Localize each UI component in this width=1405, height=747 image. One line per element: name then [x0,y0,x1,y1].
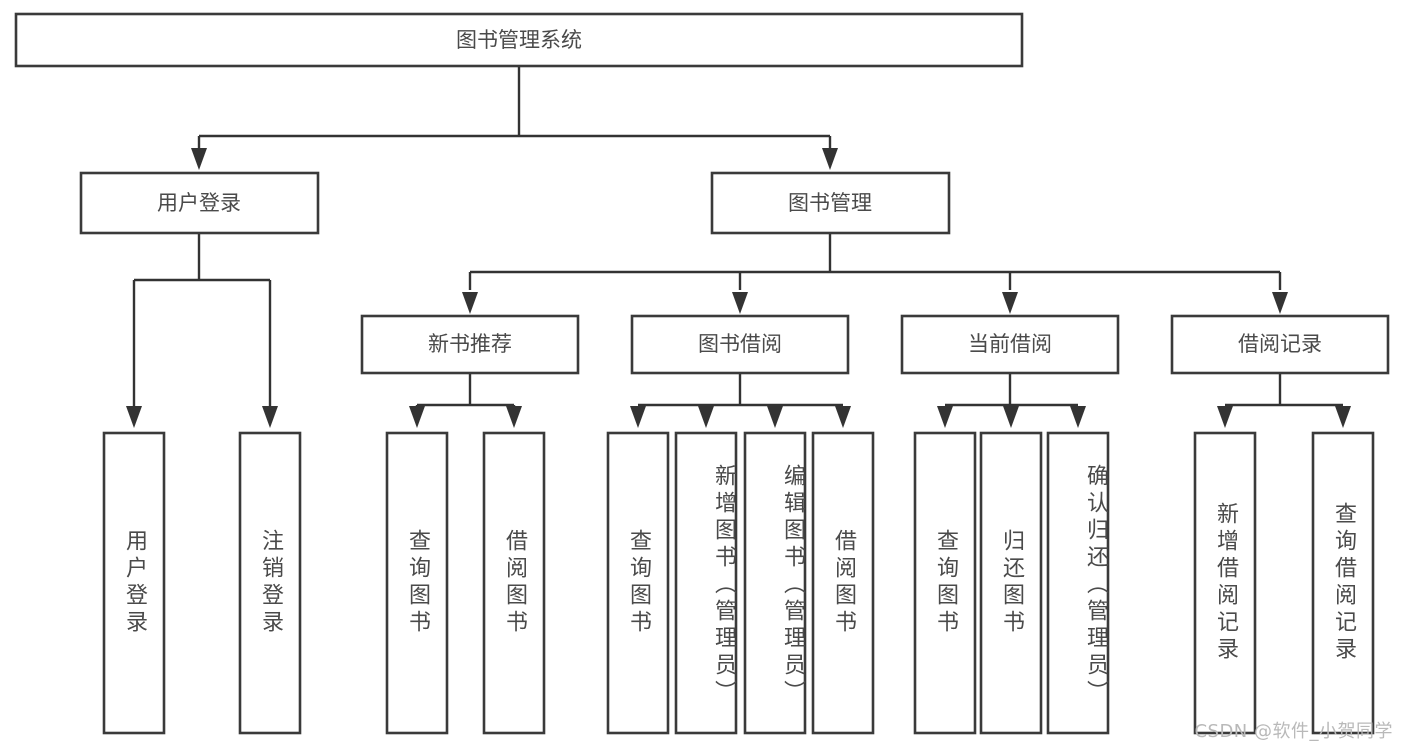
node-book-manage[interactable]: 图书管理 [710,171,951,235]
arrow-to-leaf-confirm-return [1070,406,1086,428]
node-root-label: 图书管理系统 [456,28,582,52]
node-borrow-record[interactable]: 借阅记录 [1170,314,1390,375]
leaf-box-query-book-2[interactable] [606,431,670,735]
arrow-to-leaf-query-book-2 [630,406,646,428]
node-user-login-box[interactable] [79,171,320,235]
arrow-to-leaf-return-book [1003,406,1019,428]
leaf-box-add-record[interactable] [1193,431,1257,735]
arrow-to-user-login [191,148,207,170]
node-borrow-record-box[interactable] [1170,314,1390,375]
connector-group-bookmanage [462,233,1288,314]
node-book-borrow-box[interactable] [630,314,850,375]
arrow-to-current-borrow [1002,292,1018,314]
arrow-to-leaf-user-login [126,406,142,428]
node-user-login[interactable]: 用户登录 [79,171,320,235]
connector-group-bookborrow [630,373,851,428]
leaf-box-query-record[interactable] [1311,431,1375,735]
csdn-watermark: CSDN @软件_小贺同学 [1194,721,1393,742]
node-user-login-label: 用户登录 [157,191,241,215]
node-book-manage-label: 图书管理 [788,191,872,215]
node-root[interactable]: 图书管理系统 [14,12,1024,68]
arrow-to-book-borrow [732,292,748,314]
node-book-borrow-label: 图书借阅 [698,332,782,356]
leaf-box-borrow-book-1[interactable] [482,431,546,735]
leaf-box-return-book[interactable] [979,431,1043,735]
node-current-borrow-box[interactable] [900,314,1120,375]
arrow-to-borrow-record [1272,292,1288,314]
arrow-to-leaf-borrow-book-1 [506,406,522,428]
arrow-to-leaf-add-record [1217,406,1233,428]
connector-group-userlogin [126,233,278,428]
leaf-box-user-login[interactable] [102,431,166,735]
arrow-to-leaf-logout [262,406,278,428]
arrow-to-leaf-add-book [698,406,714,428]
arrow-to-leaf-query-record [1335,406,1351,428]
node-current-borrow-label: 当前借阅 [968,332,1052,356]
node-root-box[interactable] [14,12,1024,68]
leaf-box-borrow-book-2[interactable] [811,431,875,735]
connector-group-borrowrecord [1217,373,1351,428]
leaf-box-query-book-1[interactable] [385,431,449,735]
node-book-borrow[interactable]: 图书借阅 [630,314,850,375]
arrow-to-leaf-query-book-3 [937,406,953,428]
leaf-box-logout[interactable] [238,431,302,735]
node-current-borrow[interactable]: 当前借阅 [900,314,1120,375]
node-borrow-record-label: 借阅记录 [1238,332,1322,356]
arrow-to-leaf-edit-book [767,406,783,428]
arrow-to-new-book-rec [462,292,478,314]
connector-group-newbookrec [409,373,522,428]
connector-group-root [191,66,838,170]
arrow-to-leaf-borrow-book-2 [835,406,851,428]
arrow-to-leaf-query-book-1 [409,406,425,428]
node-new-book-rec[interactable]: 新书推荐 [360,314,580,375]
leaf-box-edit-book[interactable] [743,431,807,735]
node-book-manage-box[interactable] [710,171,951,235]
leaf-box-confirm-return[interactable] [1046,431,1110,735]
leaf-box-add-book[interactable] [674,431,738,735]
node-new-book-rec-label: 新书推荐 [428,332,512,356]
arrow-to-book-manage [822,148,838,170]
connector-group-currentborrow [937,373,1086,428]
node-new-book-rec-box[interactable] [360,314,580,375]
leaf-box-query-book-3[interactable] [913,431,977,735]
